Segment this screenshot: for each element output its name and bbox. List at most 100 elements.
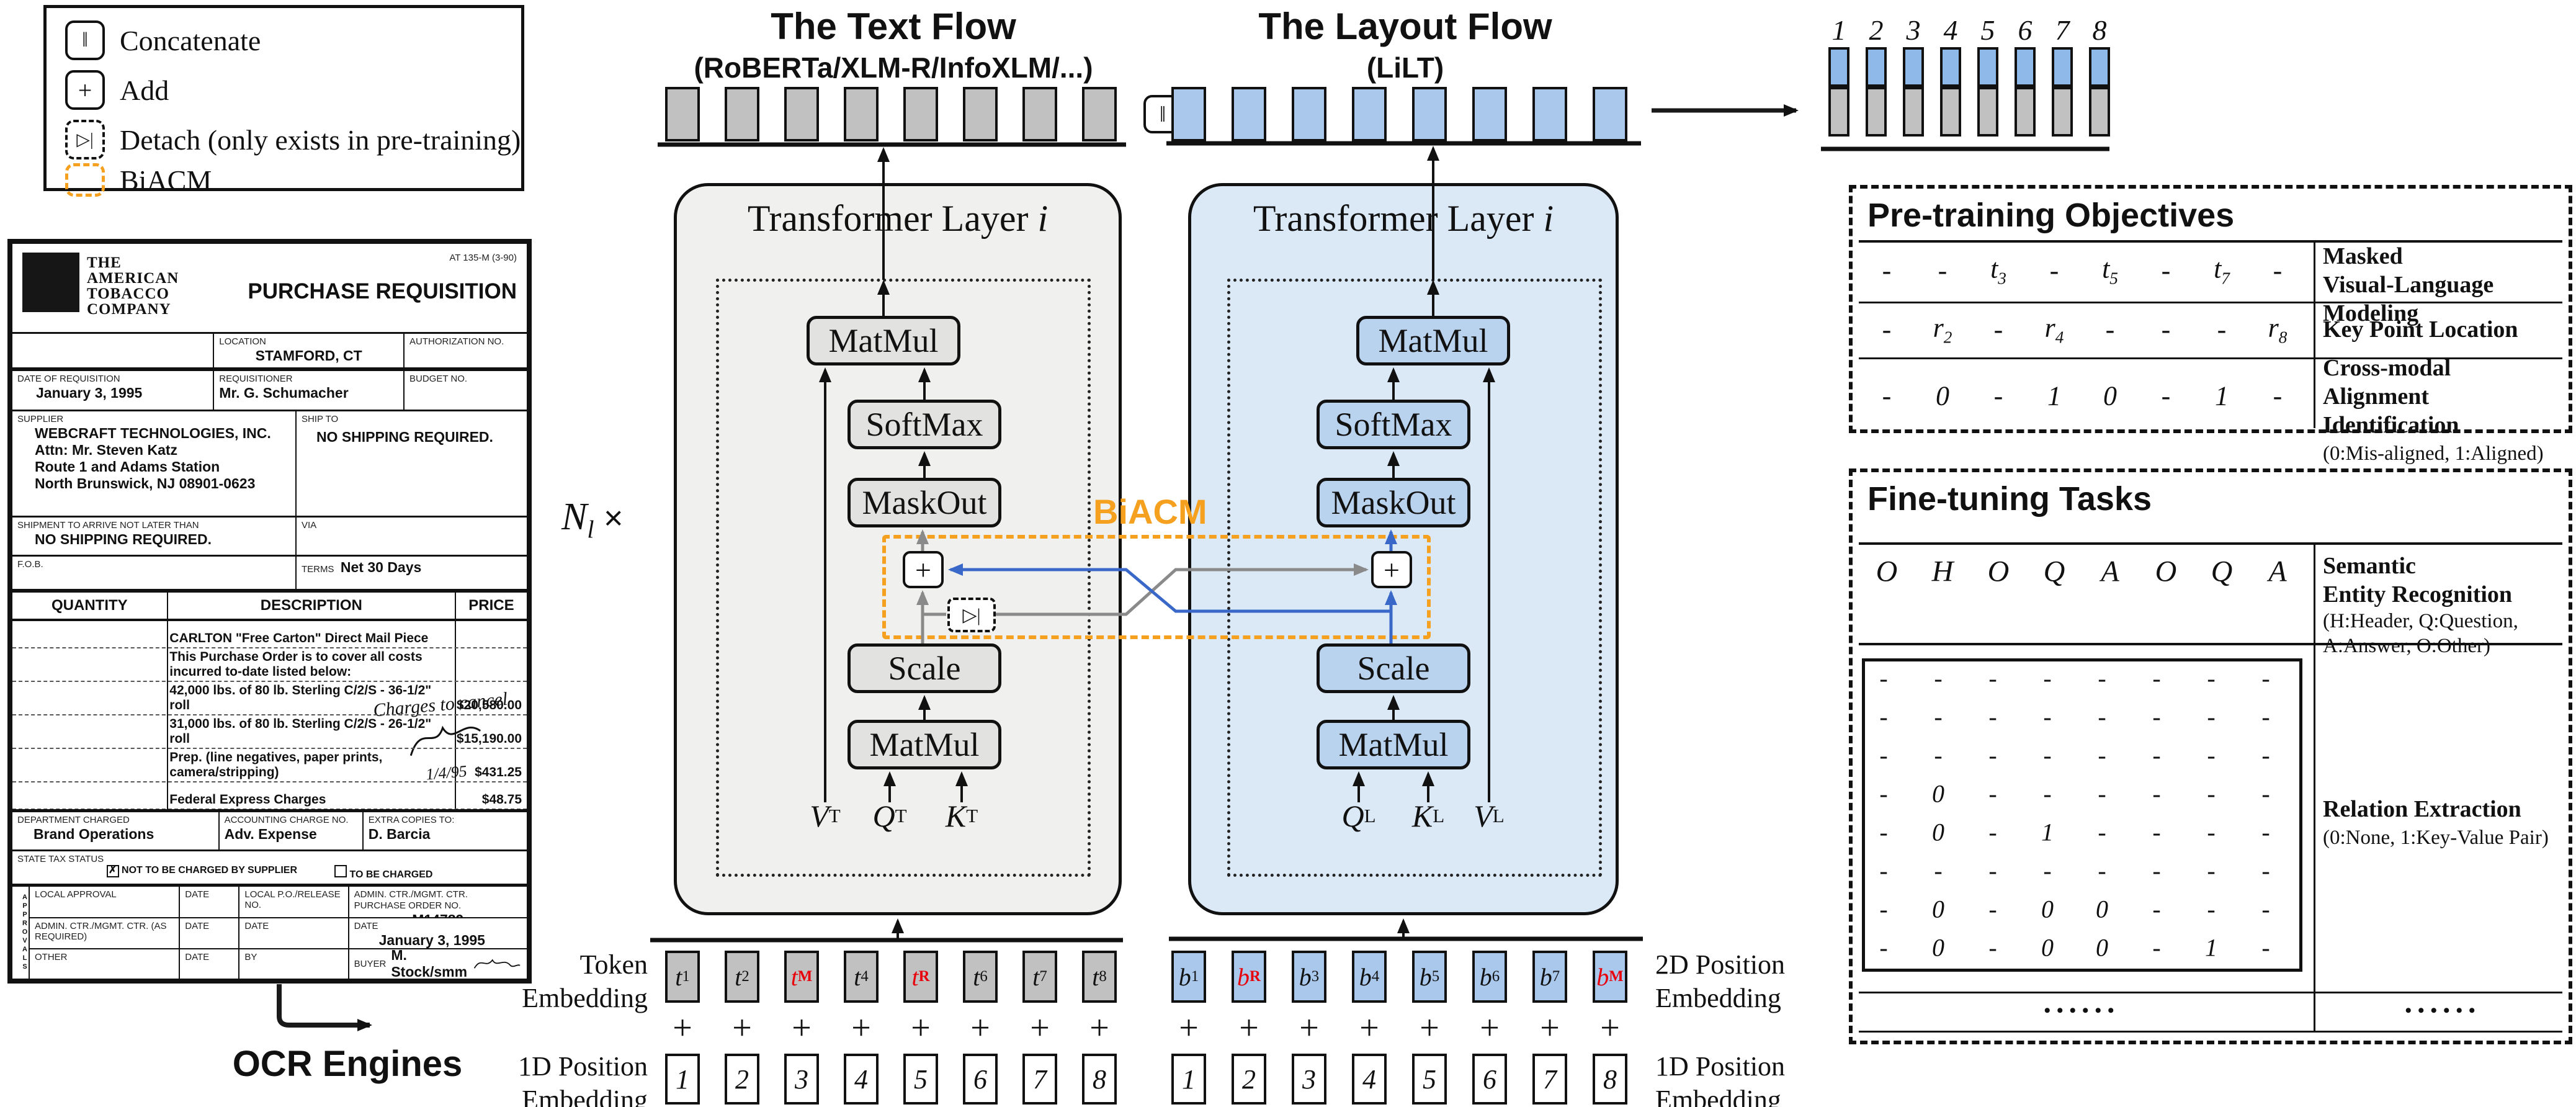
supplier-line: Attn: Mr. Steven Katz [35,442,178,458]
relation-matrix-cell: - [2207,856,2216,885]
label-line: Masked [2323,243,2403,269]
local-approval-label: LOCAL APPROVAL [35,889,117,900]
stack-token-text-part [1828,87,1849,137]
form-number: AT 135-M (3-90) [449,253,517,263]
add-glyph: + [1089,1009,1109,1047]
relation-matrix-cell: - [1988,818,1997,846]
position-id-box: 8 [1082,1054,1117,1105]
relation-matrix-cell: - [1934,664,1943,692]
date-small-1: DATE [179,887,238,918]
shipto-value: NO SHIPPING REQUIRED. [316,429,493,445]
position-id-box: 3 [1292,1054,1326,1105]
copies-label: EXTRA COPIES TO: [368,815,455,825]
relation-matrix-cell: - [1988,741,1997,769]
position-id-box: 4 [844,1054,879,1105]
relation-matrix-cell: - [1934,702,1943,731]
position-id-box: 2 [725,1054,759,1105]
item-price: $20,580.00 [456,698,522,712]
add-glyph: + [1299,1009,1319,1047]
relation-matrix-cell: 0 [2041,895,2054,923]
item-price: $431.25 [475,765,522,779]
position-id-box: 1 [665,1054,700,1105]
relation-matrix-cell: - [2261,818,2270,846]
add-glyph: + [1480,1009,1500,1047]
relation-matrix-cell: - [2207,664,2216,692]
label-line: Relation Extraction [2323,796,2521,822]
company-logo [22,253,79,312]
label-line: Visual-Language Modeling [2323,272,2494,326]
relation-matrix-cell: - [2261,856,2270,885]
item-desc: 31,000 lbs. of 80 lb. Sterling C/2/S - 2… [169,717,432,746]
biacm-label: BiACM [1093,492,1207,531]
layout-output-token [1352,87,1387,141]
position-id-box: 4 [1352,1054,1387,1105]
label-note: (0:Mis-aligned, 1:Aligned) [2323,442,2544,465]
relation-matrix-cell: - [2207,702,2216,731]
ocr-arrow [277,984,372,1031]
position-id-box: 5 [1412,1054,1447,1105]
requisitioner-value: Mr. G. Schumacher [219,385,349,401]
stack-token-index: 1 [1831,14,1846,46]
via-label: VIA [301,520,317,531]
label-line: Alignment Identification [2323,383,2459,438]
text-output-token [844,87,879,141]
date-small-2: DATE [179,917,239,948]
layout-softmax-block: SoftMax [1317,400,1470,449]
relation-matrix-cell: - [1934,741,1943,769]
pretraining-cell: - [2161,380,2171,411]
pretraining-row-label: Key Point Location [2323,315,2570,344]
stack-token-text-part [1866,87,1887,137]
text-output-token [665,87,700,141]
buyer-label: BUYER [354,958,387,969]
relation-matrix-box [1862,658,2302,972]
ser-tag-cell: Q [2043,555,2065,588]
pretraining-cell: t3 [1990,253,2006,288]
item-desc: Prep. (line negatives, paper prints, cam… [169,750,383,779]
position-id-box: 7 [1022,1054,1057,1105]
pretraining-cell: t7 [2214,253,2230,288]
legend-item-label: BiACM [120,164,212,196]
add-glyph: + [1359,1009,1379,1047]
relation-matrix-cell: 0 [1932,779,1944,808]
pretraining-cell: r8 [2268,312,2288,347]
label-note: (0:None, 1:Key-Value Pair) [2323,827,2549,849]
pretraining-cell: t5 [2102,253,2118,288]
relation-matrix-cell: - [2098,779,2106,808]
stack-token-text-part [1940,87,1961,137]
relation-matrix-cell: - [2152,818,2161,846]
add-glyph: + [732,1009,752,1047]
item-row: CARLTON "Free Carton" Direct Mail Piece [12,621,527,648]
pretraining-cell: - [2217,314,2227,345]
relation-matrix-cell: - [1988,856,1997,885]
position-id-box: 6 [963,1054,998,1105]
company-name-line: TOBACCO [87,285,169,302]
item-price: $48.75 [481,792,522,807]
item-row: This Purchase Order is to cover all cost… [12,648,527,682]
relation-matrix-cell: - [1879,856,1888,885]
stack-token-index: 5 [1980,14,1995,46]
text-output-token [784,87,819,141]
pretraining-cell: - [1882,314,1892,345]
text-maskout-block: MaskOut [847,478,1001,527]
relation-matrix-cell: - [1934,856,1943,885]
pretraining-cell: 1 [2047,380,2061,411]
ser-tag-cell: O [1987,555,2010,588]
pretraining-cell: - [1882,380,1892,411]
relation-matrix-cell: - [2261,895,2270,923]
handwritten-signature [409,725,481,756]
label-line: Semantic [2323,553,2416,579]
relation-matrix-cell: - [2261,741,2270,769]
handwritten-note: Charges to cancel 1/4/95 [372,688,509,784]
company-name-line: AMERICAN [87,270,179,287]
text-output-token [963,87,998,141]
position-id-box: 2 [1232,1054,1266,1105]
stack-token-layout-part [1903,47,1924,87]
